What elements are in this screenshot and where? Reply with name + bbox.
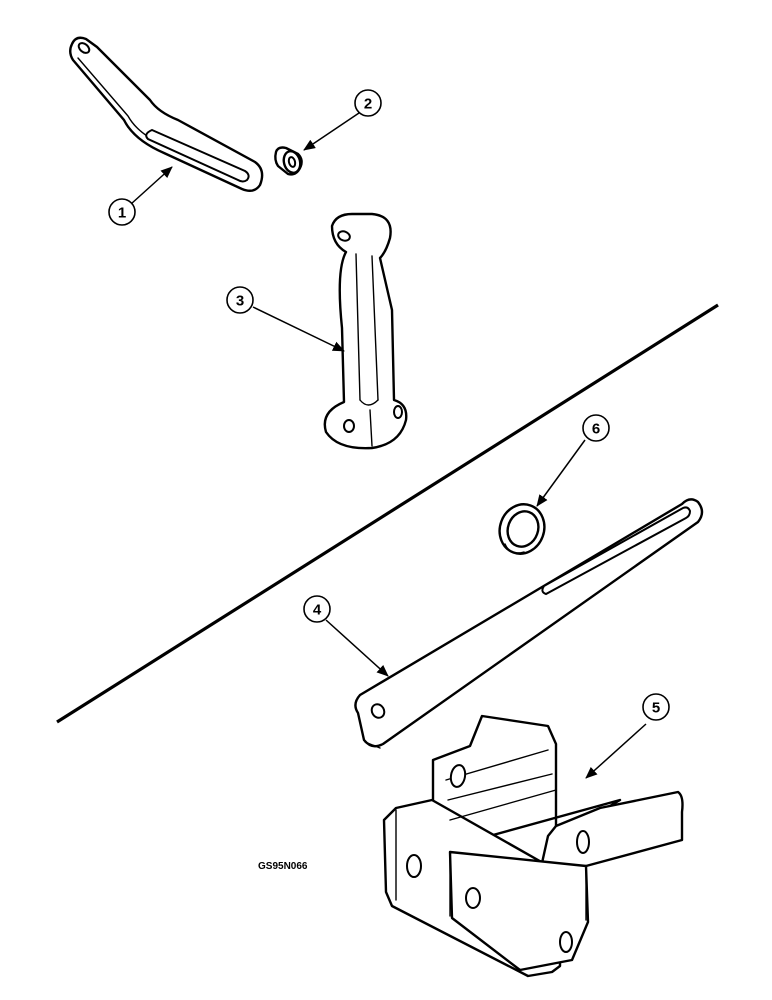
- callout-label-5: 5: [652, 700, 660, 717]
- leader-arrow-3: [252, 306, 345, 352]
- part-3-lever-arm: [323, 212, 408, 450]
- callout-label-2: 2: [364, 96, 372, 113]
- callout-label-4: 4: [313, 602, 322, 619]
- part-1-bent-slotted-bracket: [69, 36, 264, 192]
- leader-arrow-2: [303, 112, 360, 151]
- callout-3: 3: [226, 286, 254, 314]
- part-6-bushing: [498, 503, 546, 555]
- callout-1: 1: [108, 198, 136, 226]
- part-5-channel-bracket: [382, 714, 684, 978]
- leader-arrow-5: [585, 723, 647, 779]
- callout-label-6: 6: [592, 421, 600, 438]
- callout-label-3: 3: [236, 293, 244, 310]
- section-divider-line: [56, 303, 719, 724]
- callout-label-1: 1: [118, 205, 126, 222]
- leader-arrow-6: [536, 439, 586, 507]
- part-2-spacer: [274, 146, 303, 176]
- callout-4: 4: [303, 595, 331, 623]
- leader-arrow-4: [325, 619, 389, 677]
- drawing-reference-code: GS95N066: [258, 861, 308, 872]
- callout-6: 6: [582, 414, 610, 442]
- callout-5: 5: [642, 693, 670, 721]
- callout-2: 2: [354, 89, 382, 117]
- leader-arrow-1: [130, 166, 173, 205]
- part-4-slotted-link: [354, 498, 704, 749]
